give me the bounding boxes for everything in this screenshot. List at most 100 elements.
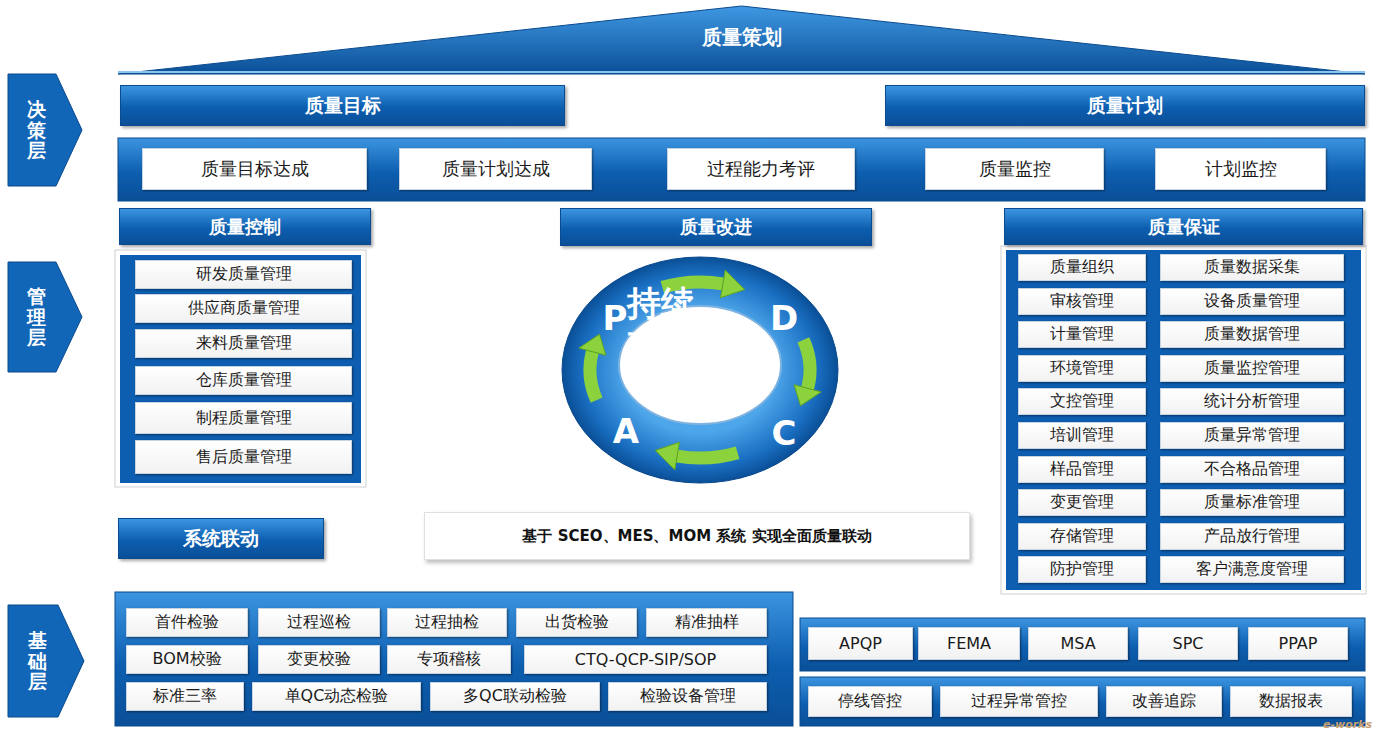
node-label: 持续改进: [622, 283, 700, 365]
assurance-panel: [1006, 250, 1361, 590]
node-label: 多QC联动检验: [463, 686, 567, 707]
assurance-item: 质量数据管理: [1160, 321, 1344, 348]
arrow-polygon: [8, 74, 82, 186]
inspection-item: 精准抽样: [646, 608, 767, 637]
node-label: 质量计划达成: [442, 157, 550, 181]
node-label: 客户满意度管理: [1196, 559, 1308, 580]
assurance-item: 质量异常管理: [1160, 422, 1344, 449]
control-item: 制程质量管理: [135, 402, 352, 434]
roof-polygon: [118, 6, 1365, 74]
inspection-item: BOM校验: [126, 645, 248, 674]
cycle-arrow-body: [803, 340, 810, 388]
layer-arrow: 管理层: [8, 262, 82, 372]
node-label: 质量目标达成: [201, 157, 309, 181]
node-label: 存储管理: [1050, 526, 1114, 547]
layer-arrow: 决策层: [8, 74, 82, 186]
ring-ellipse: [562, 257, 838, 483]
decision-box: 质量监控: [925, 148, 1104, 190]
plan-band: 质量计划: [885, 85, 1365, 126]
inspection-item: 过程巡检: [258, 608, 380, 637]
node-label: 数据报表: [1259, 691, 1323, 712]
assurance-item: 文控管理: [1018, 388, 1146, 415]
node-label: 质量数据管理: [1204, 324, 1300, 345]
node-label: 管理层: [27, 286, 46, 349]
node-label: 过程抽检: [415, 612, 479, 633]
node-label: 首件检验: [155, 612, 219, 633]
node-label: 审核管理: [1050, 291, 1114, 312]
node-label: 制程质量管理: [196, 408, 292, 429]
control-action: 改善追踪: [1106, 686, 1222, 717]
assurance-item: 防护管理: [1018, 556, 1146, 583]
node-label: FEMA: [947, 634, 991, 653]
node-label: 文控管理: [1050, 391, 1114, 412]
node-label: BOM校验: [152, 649, 221, 670]
node-label: 研发质量管理: [196, 264, 292, 285]
watermark: e-works: [1323, 718, 1372, 731]
assurance-item: 质量组织: [1018, 254, 1146, 281]
pdca-ring: PDCA持续改进: [560, 255, 840, 485]
node-label: 质量目标: [305, 93, 381, 119]
node-label: 变更管理: [1050, 492, 1114, 513]
inspection-item: CTQ-QCP-SIP/SOP: [524, 645, 767, 674]
cycle-arrow-head: [794, 385, 821, 406]
inner-ellipse: [619, 306, 781, 424]
node-label: CTQ-QCP-SIP/SOP: [575, 650, 717, 669]
pdca-letter: D: [770, 298, 798, 338]
tool-item: MSA: [1028, 627, 1128, 660]
node-label: 标准三率: [153, 686, 217, 707]
node-label: 环境管理: [1050, 358, 1114, 379]
roof-triangle: 质量策划: [118, 4, 1365, 76]
section-header: 质量改进: [560, 208, 872, 246]
node-label: 仓库质量管理: [196, 370, 292, 391]
goal-band: 质量目标: [120, 85, 565, 126]
node-label: 系统联动: [183, 526, 259, 552]
node-label: 决策层: [27, 99, 46, 162]
node-label: 变更校验: [287, 649, 351, 670]
node-label: 检验设备管理: [640, 686, 736, 707]
base-panel-control: [800, 677, 1365, 726]
inspection-item: 出货检验: [516, 608, 637, 637]
assurance-panel-frame: [1001, 246, 1366, 594]
section-header: 质量保证: [1004, 208, 1363, 245]
assurance-item: 客户满意度管理: [1160, 556, 1344, 583]
node-label: 防护管理: [1050, 559, 1114, 580]
node-label: 过程能力考评: [707, 157, 815, 181]
node-label: 来料质量管理: [196, 333, 292, 354]
assurance-item: 质量数据采集: [1160, 254, 1344, 281]
inspection-item: 变更校验: [258, 645, 380, 674]
node-label: 质量监控: [979, 157, 1051, 181]
node-label: 供应商质量管理: [188, 298, 300, 319]
control-item: 仓库质量管理: [135, 366, 352, 395]
inspection-item: 单QC动态检验: [252, 682, 421, 711]
base-panel-tools: [800, 618, 1365, 671]
node-label: 基础层: [28, 630, 47, 693]
inspection-item: 首件检验: [126, 608, 248, 637]
inspection-item: 标准三率: [126, 682, 244, 711]
cycle-arrow-head: [721, 270, 745, 298]
control-item: 供应商质量管理: [135, 294, 352, 323]
inspection-item: 过程抽检: [387, 608, 507, 637]
node-label: 改善追踪: [1132, 691, 1196, 712]
layer-arrow: 基础层: [8, 605, 84, 717]
pdca-letter: A: [613, 411, 639, 451]
arrow-polygon: [8, 262, 82, 372]
assurance-item: 产品放行管理: [1160, 523, 1344, 550]
node-label: 质量控制: [209, 215, 281, 239]
node-label: 不合格品管理: [1204, 459, 1300, 480]
decision-box: 过程能力考评: [667, 148, 855, 190]
roof-edge: [118, 71, 1365, 73]
assurance-item: 样品管理: [1018, 456, 1146, 483]
cycle-arrow-body: [590, 352, 597, 400]
decision-band: [118, 138, 1365, 201]
assurance-item: 质量标准管理: [1160, 489, 1344, 516]
base-panel-left: [115, 592, 793, 726]
node-label: 质量改进: [680, 215, 752, 239]
pdca-letter: P: [603, 298, 628, 338]
node-label: 统计分析管理: [1204, 391, 1300, 412]
node-label: 过程巡检: [287, 612, 351, 633]
node-label: 停线管控: [838, 691, 902, 712]
node-label: PPAP: [1279, 634, 1318, 653]
tool-item: PPAP: [1248, 627, 1348, 660]
node-label: 质量计划: [1087, 93, 1163, 119]
